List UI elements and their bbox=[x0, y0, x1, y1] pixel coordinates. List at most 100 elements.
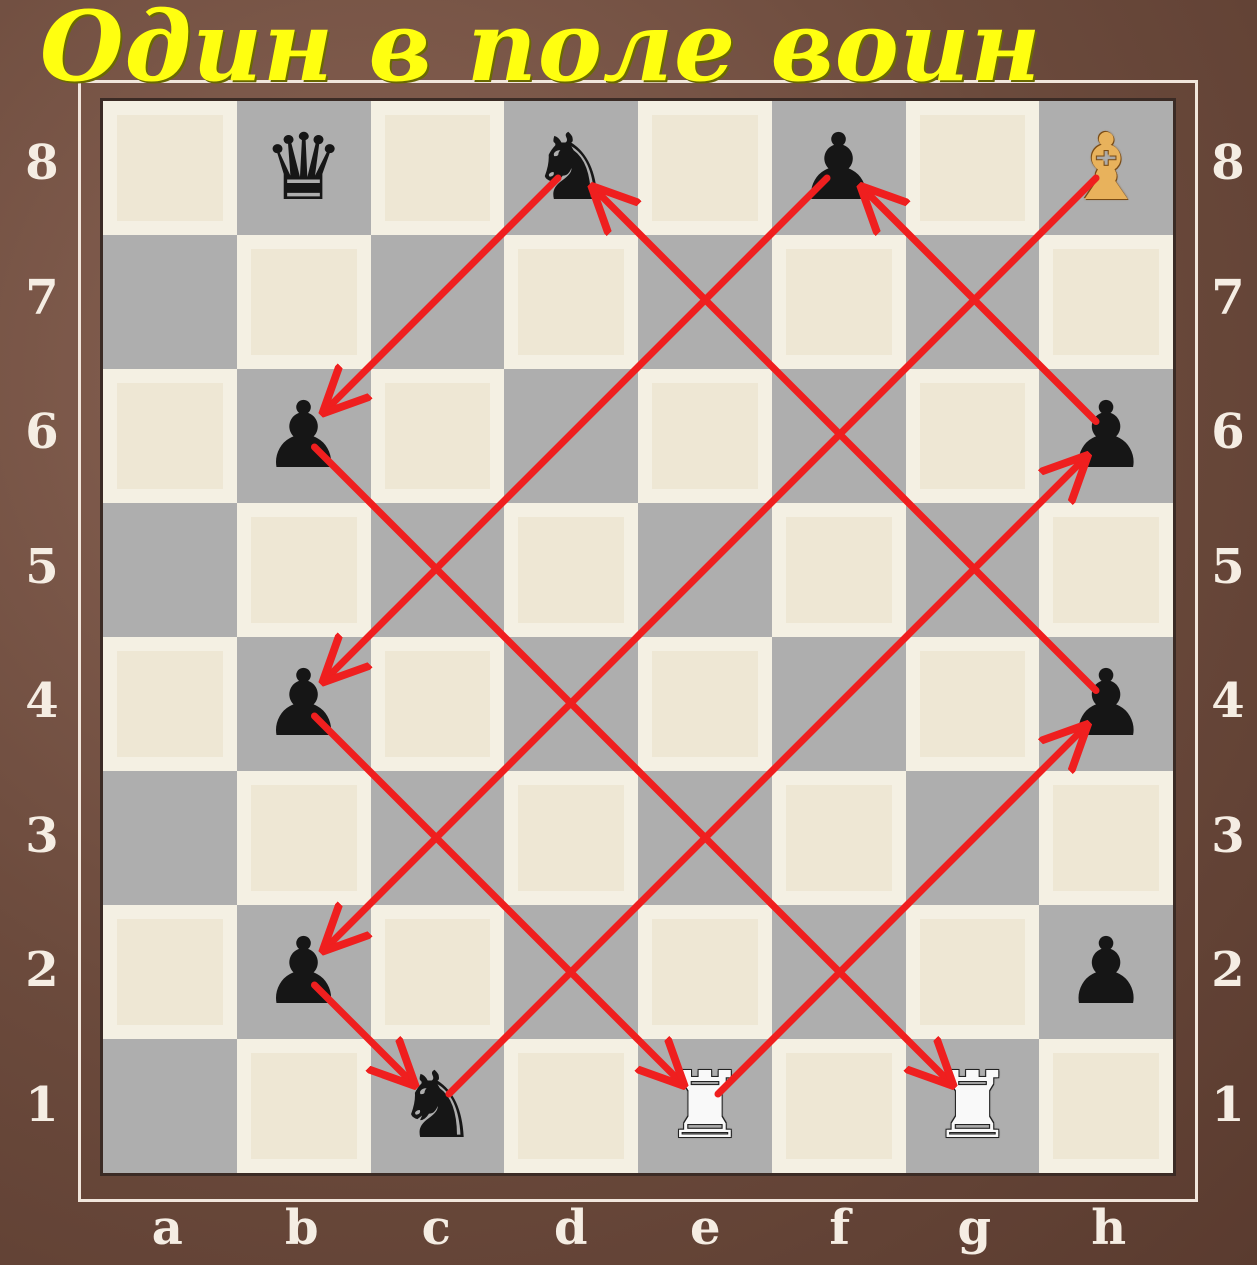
rank-label-right-5: 5 bbox=[1208, 539, 1248, 595]
square-a6[interactable] bbox=[103, 369, 237, 503]
square-d3[interactable] bbox=[504, 771, 638, 905]
square-c1[interactable]: ♞ bbox=[371, 1039, 505, 1173]
square-g4[interactable] bbox=[906, 637, 1040, 771]
rank-label-right-8: 8 bbox=[1208, 135, 1248, 191]
black-knight-icon[interactable]: ♞ bbox=[396, 1060, 478, 1152]
square-g7[interactable] bbox=[906, 235, 1040, 369]
square-h1[interactable] bbox=[1039, 1039, 1173, 1173]
square-a3[interactable] bbox=[103, 771, 237, 905]
square-c5[interactable] bbox=[371, 503, 505, 637]
square-c7[interactable] bbox=[371, 235, 505, 369]
square-d4[interactable] bbox=[504, 637, 638, 771]
rank-label-right-2: 2 bbox=[1208, 942, 1248, 998]
square-g6[interactable] bbox=[906, 369, 1040, 503]
rank-label-left-1: 1 bbox=[22, 1077, 62, 1133]
square-f7[interactable] bbox=[772, 235, 906, 369]
square-f8[interactable]: ♟ bbox=[772, 101, 906, 235]
file-label-b: b bbox=[272, 1200, 332, 1256]
square-h3[interactable] bbox=[1039, 771, 1173, 905]
rank-label-left-3: 3 bbox=[22, 808, 62, 864]
black-queen-icon[interactable]: ♛ bbox=[262, 122, 344, 214]
square-e5[interactable] bbox=[638, 503, 772, 637]
white-rook-icon[interactable]: ♜ bbox=[931, 1060, 1013, 1152]
square-h2[interactable]: ♟ bbox=[1039, 905, 1173, 1039]
square-f1[interactable] bbox=[772, 1039, 906, 1173]
square-a7[interactable] bbox=[103, 235, 237, 369]
file-label-c: c bbox=[406, 1200, 466, 1256]
square-a5[interactable] bbox=[103, 503, 237, 637]
square-d1[interactable] bbox=[504, 1039, 638, 1173]
square-e1[interactable]: ♜ bbox=[638, 1039, 772, 1173]
rank-label-left-2: 2 bbox=[22, 942, 62, 998]
square-f5[interactable] bbox=[772, 503, 906, 637]
file-label-g: g bbox=[944, 1200, 1004, 1256]
square-e8[interactable] bbox=[638, 101, 772, 235]
square-d7[interactable] bbox=[504, 235, 638, 369]
black-pawn-icon[interactable]: ♟ bbox=[1065, 658, 1147, 750]
black-pawn-icon[interactable]: ♟ bbox=[262, 390, 344, 482]
square-b4[interactable]: ♟ bbox=[237, 637, 371, 771]
file-label-a: a bbox=[137, 1200, 197, 1256]
black-pawn-icon[interactable]: ♟ bbox=[262, 658, 344, 750]
rank-label-left-4: 4 bbox=[22, 673, 62, 729]
square-c3[interactable] bbox=[371, 771, 505, 905]
square-g1[interactable]: ♜ bbox=[906, 1039, 1040, 1173]
square-f6[interactable] bbox=[772, 369, 906, 503]
rank-label-right-3: 3 bbox=[1208, 808, 1248, 864]
square-e2[interactable] bbox=[638, 905, 772, 1039]
square-d6[interactable] bbox=[504, 369, 638, 503]
file-label-e: e bbox=[675, 1200, 735, 1256]
square-f4[interactable] bbox=[772, 637, 906, 771]
square-b6[interactable]: ♟ bbox=[237, 369, 371, 503]
square-h4[interactable]: ♟ bbox=[1039, 637, 1173, 771]
square-a2[interactable] bbox=[103, 905, 237, 1039]
square-e6[interactable] bbox=[638, 369, 772, 503]
square-c8[interactable] bbox=[371, 101, 505, 235]
chessboard: ♛ ♞ ♟ ♝ ♟ ♟ ♟ ♟ ♟ ♟ ♞ ♜ ♜ bbox=[100, 98, 1176, 1176]
black-pawn-icon[interactable]: ♟ bbox=[262, 926, 344, 1018]
rank-label-right-4: 4 bbox=[1208, 673, 1248, 729]
square-c2[interactable] bbox=[371, 905, 505, 1039]
square-d5[interactable] bbox=[504, 503, 638, 637]
square-c6[interactable] bbox=[371, 369, 505, 503]
square-e7[interactable] bbox=[638, 235, 772, 369]
square-e4[interactable] bbox=[638, 637, 772, 771]
square-b2[interactable]: ♟ bbox=[237, 905, 371, 1039]
rank-label-left-7: 7 bbox=[22, 270, 62, 326]
rank-label-left-8: 8 bbox=[22, 135, 62, 191]
file-label-h: h bbox=[1079, 1200, 1139, 1256]
black-pawn-icon[interactable]: ♟ bbox=[1065, 390, 1147, 482]
rank-label-left-6: 6 bbox=[22, 404, 62, 460]
square-g5[interactable] bbox=[906, 503, 1040, 637]
page-title: Один в поле воин bbox=[40, 0, 1042, 103]
square-b5[interactable] bbox=[237, 503, 371, 637]
rank-label-right-1: 1 bbox=[1208, 1077, 1248, 1133]
square-b8[interactable]: ♛ bbox=[237, 101, 371, 235]
black-pawn-icon[interactable]: ♟ bbox=[797, 122, 879, 214]
square-g8[interactable] bbox=[906, 101, 1040, 235]
square-g3[interactable] bbox=[906, 771, 1040, 905]
square-d2[interactable] bbox=[504, 905, 638, 1039]
square-f2[interactable] bbox=[772, 905, 906, 1039]
square-f3[interactable] bbox=[772, 771, 906, 905]
file-label-f: f bbox=[810, 1200, 870, 1256]
black-knight-icon[interactable]: ♞ bbox=[530, 122, 612, 214]
rank-label-left-5: 5 bbox=[22, 539, 62, 595]
square-h8[interactable]: ♝ bbox=[1039, 101, 1173, 235]
square-a1[interactable] bbox=[103, 1039, 237, 1173]
black-pawn-icon[interactable]: ♟ bbox=[1065, 926, 1147, 1018]
square-h5[interactable] bbox=[1039, 503, 1173, 637]
square-h6[interactable]: ♟ bbox=[1039, 369, 1173, 503]
square-b7[interactable] bbox=[237, 235, 371, 369]
square-h7[interactable] bbox=[1039, 235, 1173, 369]
square-a8[interactable] bbox=[103, 101, 237, 235]
square-d8[interactable]: ♞ bbox=[504, 101, 638, 235]
square-a4[interactable] bbox=[103, 637, 237, 771]
white-rook-icon[interactable]: ♜ bbox=[664, 1060, 746, 1152]
square-g2[interactable] bbox=[906, 905, 1040, 1039]
square-e3[interactable] bbox=[638, 771, 772, 905]
square-b3[interactable] bbox=[237, 771, 371, 905]
square-c4[interactable] bbox=[371, 637, 505, 771]
white-bishop-icon[interactable]: ♝ bbox=[1065, 122, 1147, 214]
square-b1[interactable] bbox=[237, 1039, 371, 1173]
